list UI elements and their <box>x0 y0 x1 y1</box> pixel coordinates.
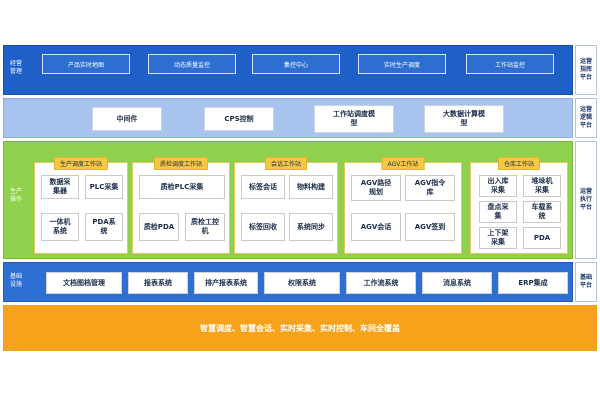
station-production: 生产调度工作站 数据采 集器 PLC采集 一体机 系统 PDA系 统 <box>34 157 128 254</box>
cell-agv-session[interactable]: AGV会话 <box>351 213 401 241</box>
box-cps-control[interactable]: CPS控制 <box>204 107 274 131</box>
cell-material-build[interactable]: 物料构建 <box>289 175 333 199</box>
tab-station-monitor[interactable]: 工作站监控 <box>466 54 554 74</box>
tab-quality-monitor[interactable]: 动态质量监控 <box>148 54 236 74</box>
cell-allinone[interactable]: 一体机 系统 <box>41 213 79 241</box>
box-schedule-report[interactable]: 排产报表系统 <box>194 272 258 294</box>
box-middleware[interactable]: 中间件 <box>92 107 162 131</box>
base-left-label: 基础 设施 <box>10 273 23 288</box>
base-layer: 基础 设施 文档图档管理 报表系统 排产报表系统 权限系统 工作流系统 消息系统… <box>3 262 573 302</box>
box-workflow[interactable]: 工作流系统 <box>346 272 416 294</box>
station-warehouse: 仓库工作站 出入库 采集 堆垛机 采集 盘点采 集 车载系 统 上下架 采集 P… <box>470 157 568 254</box>
station-title: 生产调度工作站 <box>53 157 109 170</box>
top-right-label: 运营 指挥 平台 <box>575 45 597 95</box>
tab-realtime-dispatch[interactable]: 实时生产调度 <box>358 54 446 74</box>
cell-qc-plc[interactable]: 质检PLC采集 <box>139 175 225 199</box>
station-title: AGV工作站 <box>381 157 425 170</box>
tab-product-map[interactable]: 产品实时地图 <box>42 54 130 74</box>
cell-data-collector[interactable]: 数据采 集器 <box>41 175 79 199</box>
cell-inout-collect[interactable]: 出入库 采集 <box>479 175 517 197</box>
base-right-label: 基础 平台 <box>575 262 597 302</box>
station-session: 会话工作站 标签会话 物料构建 标签回收 系统同步 <box>234 157 338 254</box>
ops-layer: 生产 操作 生产调度工作站 数据采 集器 PLC采集 一体机 系统 PDA系 统… <box>3 141 573 259</box>
station-title: 会话工作站 <box>264 157 308 170</box>
tab-control-center[interactable]: 集控中心 <box>252 54 340 74</box>
top-left-label: 经营 管理 <box>10 60 23 75</box>
cell-qc-ipc[interactable]: 质检工控 机 <box>185 213 225 241</box>
cell-agv-cmd[interactable]: AGV指令 库 <box>405 175 455 201</box>
cell-plc-collect[interactable]: PLC采集 <box>85 175 123 199</box>
cell-system-sync[interactable]: 系统同步 <box>289 213 333 241</box>
cell-label-session[interactable]: 标签会话 <box>241 175 285 199</box>
cell-label-recycle[interactable]: 标签回收 <box>241 213 285 241</box>
box-bigdata-model[interactable]: 大数据计算模 型 <box>424 105 504 133</box>
box-station-model[interactable]: 工作站调度模 型 <box>314 105 394 133</box>
cell-agv-route[interactable]: AGV路径 规划 <box>351 175 401 201</box>
cell-pda-system[interactable]: PDA系 统 <box>85 213 123 241</box>
ops-left-label: 生产 操作 <box>10 188 23 203</box>
cell-wh-pda[interactable]: PDA <box>523 227 561 249</box>
station-quality: 质检调度工作站 质检PLC采集 质检PDA 质检工控 机 <box>132 157 230 254</box>
cell-agv-signin[interactable]: AGV签到 <box>405 213 455 241</box>
box-doc-mgmt[interactable]: 文档图档管理 <box>46 272 122 294</box>
station-agv: AGV工作站 AGV路径 规划 AGV指令 库 AGV会话 AGV签到 <box>344 157 462 254</box>
cell-vehicle-system[interactable]: 车载系 统 <box>523 201 561 223</box>
cell-stacker-collect[interactable]: 堆垛机 采集 <box>523 175 561 197</box>
box-permission[interactable]: 权限系统 <box>264 272 340 294</box>
box-message[interactable]: 消息系统 <box>422 272 492 294</box>
top-layer: 经营 管理 产品实时地图 动态质量监控 集控中心 实时生产调度 工作站监控 <box>3 45 573 95</box>
cell-shelf-collect[interactable]: 上下架 采集 <box>479 227 517 249</box>
box-erp[interactable]: ERP集成 <box>498 272 568 294</box>
footer-band: 智慧调度、智慧会话、实时采集、实时控制、车间全覆盖 <box>3 305 597 351</box>
station-title: 仓库工作站 <box>497 157 541 170</box>
cell-qc-pda[interactable]: 质检PDA <box>139 213 179 241</box>
station-title: 质检调度工作站 <box>153 157 209 170</box>
box-report[interactable]: 报表系统 <box>128 272 188 294</box>
footer-text: 智慧调度、智慧会话、实时采集、实时控制、车间全覆盖 <box>200 323 400 333</box>
cell-inventory-collect[interactable]: 盘点采 集 <box>479 201 517 223</box>
mid-layer: 中间件 CPS控制 工作站调度模 型 大数据计算模 型 <box>3 98 573 138</box>
ops-right-label: 运营 执行 平台 <box>575 141 597 259</box>
mid-right-label: 运营 逻辑 平台 <box>575 98 597 138</box>
